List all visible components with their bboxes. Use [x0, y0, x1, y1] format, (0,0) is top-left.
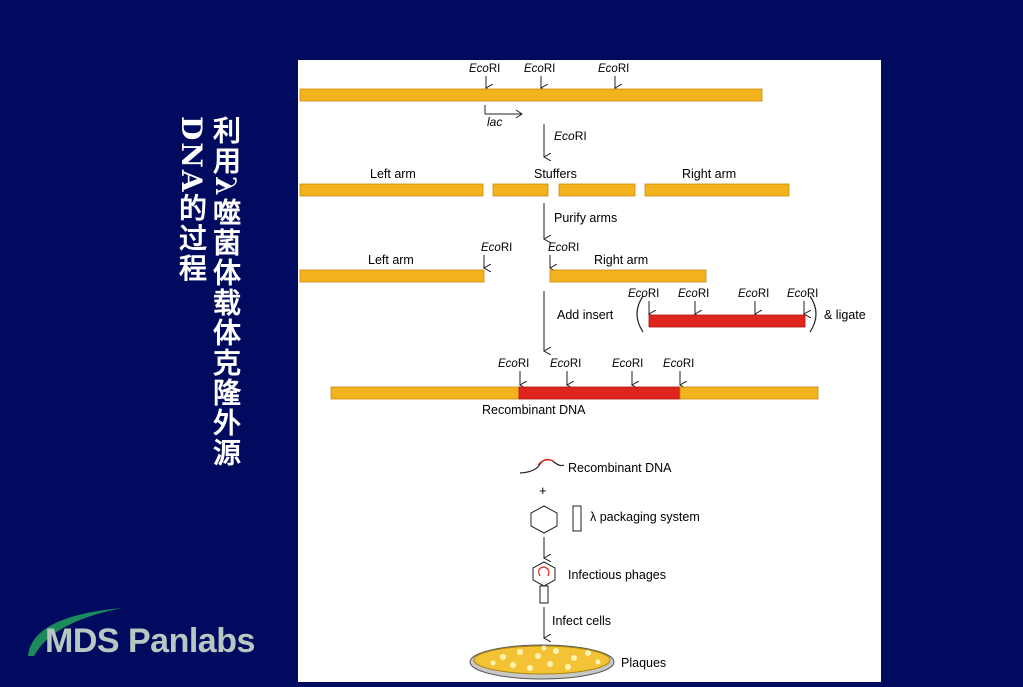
logo-text: MDS Panlabs: [45, 622, 255, 660]
lac-label: lac: [487, 115, 502, 129]
purified-left-arm-label: Left arm: [368, 253, 414, 267]
open-paren: [636, 295, 644, 333]
insert-dna-fragment: [648, 314, 806, 328]
ecori-site-1: EcoRI: [469, 63, 500, 88]
ligate-label: & ligate: [824, 308, 866, 322]
recombinant-ecori-site-1: EcoRI: [498, 358, 529, 385]
svg-text:EcoRI: EcoRI: [612, 358, 643, 370]
svg-text:EcoRI: EcoRI: [738, 288, 769, 300]
svg-text:EcoRI: EcoRI: [787, 288, 818, 300]
right-arm-fragment: [644, 183, 790, 197]
infectious-phages-label: Infectious phages: [568, 568, 666, 582]
recombinant-ecori-site-3: EcoRI: [612, 358, 643, 385]
logo-swoosh-icon: [28, 608, 122, 656]
step-ecori-label: EcoRI: [554, 129, 587, 143]
svg-text:EcoRI: EcoRI: [663, 358, 694, 370]
stuffer-fragment-1: [492, 183, 549, 197]
slide-title-line2: DNA的过程: [175, 116, 208, 284]
insert-ecori-site-3: EcoRI: [738, 288, 769, 314]
purified-right-arm: [549, 269, 707, 283]
packaging-recombinant-dna-label: Recombinant DNA: [568, 461, 672, 475]
lambda-cloning-diagram: EcoRI EcoRI EcoRI lac EcoRI Left arm Stu…: [299, 63, 866, 680]
plus-sign: +: [539, 483, 547, 498]
mds-panlabs-logo: [28, 608, 122, 656]
svg-text:EcoRI: EcoRI: [481, 242, 512, 254]
stuffers-label: Stuffers: [534, 167, 577, 181]
recombinant-insert: [518, 386, 681, 400]
purify-arms-label: Purify arms: [554, 211, 617, 225]
purified-left-arm: [299, 269, 485, 283]
insert-ecori-site-2: EcoRI: [678, 288, 709, 314]
add-insert-label: Add insert: [557, 308, 614, 322]
recombinant-ecori-site-4: EcoRI: [663, 358, 694, 385]
svg-text:EcoRI: EcoRI: [498, 358, 529, 370]
stuffer-fragment-2: [558, 183, 636, 197]
slide-title-line1: 利用λ噬菌体载体克隆外源: [209, 116, 242, 468]
infect-cells-label: Infect cells: [552, 614, 611, 628]
purified-right-arm-label: Right arm: [594, 253, 648, 267]
recombinant-dna-label: Recombinant DNA: [482, 403, 586, 417]
svg-text:EcoRI: EcoRI: [548, 242, 579, 254]
close-paren: [809, 295, 817, 333]
insert-segment-icon: [537, 458, 554, 466]
lac-promoter-arrow-icon: [484, 105, 523, 119]
packaging-system-label: λ packaging system: [590, 510, 700, 524]
recombinant-right-arm: [679, 386, 819, 400]
lambda-vector-dna: [299, 88, 763, 102]
svg-text:EcoRI: EcoRI: [524, 63, 555, 75]
ecori-site-2: EcoRI: [524, 63, 555, 88]
recombinant-left-arm: [330, 386, 520, 400]
svg-text:EcoRI: EcoRI: [598, 63, 629, 75]
right-arm-label: Right arm: [682, 167, 736, 181]
phage-tail-icon: [572, 505, 582, 532]
diagram-panel: EcoRI EcoRI EcoRI lac EcoRI Left arm Stu…: [298, 60, 881, 682]
ecori-site-3: EcoRI: [598, 63, 629, 88]
left-arm-ecori-site: EcoRI: [481, 242, 512, 268]
infectious-phage-icon: [532, 561, 556, 604]
svg-text:EcoRI: EcoRI: [678, 288, 709, 300]
svg-text:EcoRI: EcoRI: [550, 358, 581, 370]
insert-ecori-site-1: EcoRI: [628, 288, 659, 314]
insert-ecori-site-4: EcoRI: [787, 288, 818, 314]
left-arm-label: Left arm: [370, 167, 416, 181]
left-arm-fragment: [299, 183, 484, 197]
phage-head-icon: [530, 505, 558, 534]
svg-text:EcoRI: EcoRI: [469, 63, 500, 75]
svg-text:EcoRI: EcoRI: [628, 288, 659, 300]
recombinant-ecori-site-2: EcoRI: [550, 358, 581, 385]
right-arm-ecori-site: EcoRI: [548, 242, 579, 268]
petri-dish-plaques-icon: [469, 644, 615, 680]
plaques-label: Plaques: [621, 656, 666, 670]
